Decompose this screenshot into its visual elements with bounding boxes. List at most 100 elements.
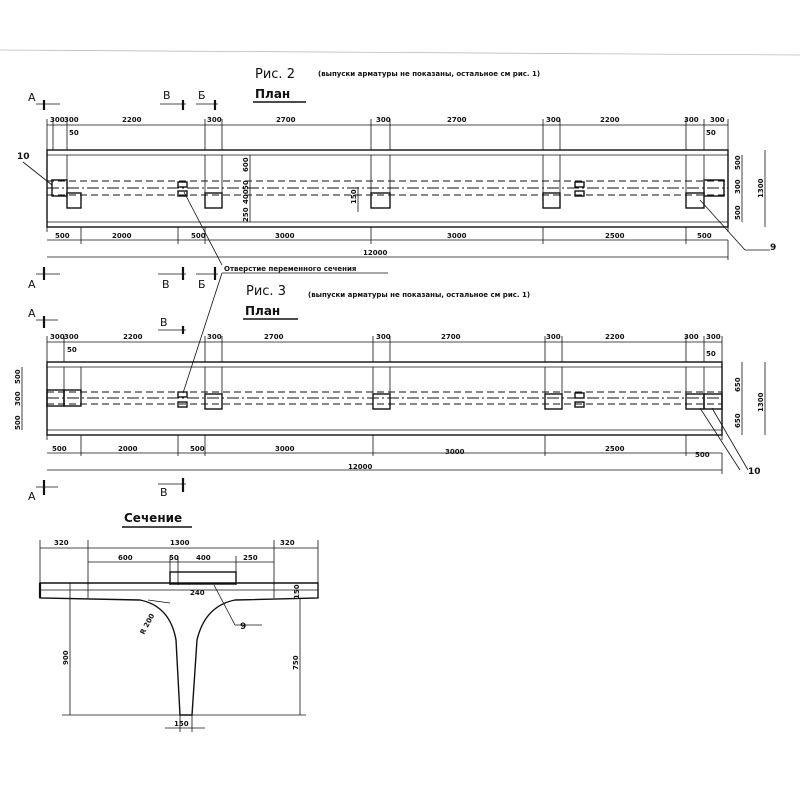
section-mid-dim: 250 — [243, 554, 258, 562]
fig2-note: (выпуски арматуры не показаны, остальное… — [318, 70, 540, 78]
fig2-top-dim: 2200 — [122, 116, 142, 124]
fig3-section-marker-a-bottom: А — [28, 480, 58, 503]
section-mid-dim: 400 — [196, 554, 211, 562]
fig2-top-dim: 300 — [207, 116, 222, 124]
section-mid-dim: 600 — [118, 554, 133, 562]
fig3-bottom-dim: 3000 — [445, 448, 465, 456]
fig2-bottom-dim: 3000 — [275, 232, 295, 240]
figure-2: Рис. 2 (выпуски арматуры не показаны, ос… — [17, 67, 776, 394]
fig3-top-dim: 300 — [50, 333, 65, 341]
fig3-small-dim-right: 50 — [706, 350, 716, 358]
fig2-opening — [51, 179, 725, 209]
fig3-callout-10: 10 — [748, 467, 761, 477]
fig3-bottom-dim: 500 — [190, 445, 205, 453]
section-top-dim: 1300 — [170, 539, 190, 547]
fig3-left-dim: 500 — [14, 369, 22, 384]
fig3-top-dim: 300 — [546, 333, 561, 341]
fig2-section-marker-v-bottom: В — [158, 267, 186, 291]
fig3-left-dim: 300 — [14, 391, 22, 406]
fig3-section-marker-v-top: В — [158, 316, 186, 334]
fig2-right-dim: 500 — [734, 155, 742, 170]
fig3-caption: Рис. 3 — [246, 284, 286, 299]
fig2-top-dim: 2700 — [276, 116, 296, 124]
section-radius: R 200 — [139, 612, 157, 636]
fig3-top-dim: 300 — [684, 333, 699, 341]
fig2-bottom-dim: 500 — [55, 232, 70, 240]
svg-text:А: А — [28, 307, 36, 320]
fig2-top-dim: 300 — [64, 116, 79, 124]
fig2-top-dim: 300 — [50, 116, 65, 124]
fig2-small-dim-left: 50 — [69, 129, 79, 137]
fig2-section-marker-b-top: Б — [196, 89, 218, 110]
fig3-plan-title: План — [245, 304, 280, 318]
fig3-top-dim: 300 — [706, 333, 721, 341]
fig2-inner-vertical-dim: 250 — [242, 207, 250, 222]
svg-text:А: А — [28, 278, 36, 291]
fig3-bottom-dim: 500 — [695, 451, 710, 459]
fig2-right-total: 1300 — [757, 178, 765, 198]
section-callout-9: 9 — [240, 622, 246, 632]
fig2-beam-outline — [46, 149, 729, 228]
fig3-bottom-dim: 3000 — [275, 445, 295, 453]
fig3-right-dim: 650 — [734, 413, 742, 428]
section-web-bottom: 150 — [174, 720, 189, 728]
section-web-top: 240 — [190, 589, 205, 597]
fig2-hole-note: Отверстие переменного сечения — [224, 265, 356, 273]
svg-text:В: В — [160, 486, 168, 499]
section-profile — [39, 582, 319, 716]
fig2-inner-vertical-dim: 50 — [242, 180, 250, 190]
figure-3: Рис. 3 (выпуски арматуры не показаны, ос… — [14, 284, 766, 503]
fig2-bottom-dim: 2000 — [112, 232, 132, 240]
svg-text:Б: Б — [198, 89, 206, 102]
sheet-top-line — [0, 49, 800, 56]
fig2-right-dim: 500 — [734, 205, 742, 220]
fig3-top-dim: 300 — [64, 333, 79, 341]
fig2-section-marker-v-top: В — [160, 89, 186, 110]
fig2-top-dim: 300 — [376, 116, 391, 124]
fig2-bottom-dim: 500 — [697, 232, 712, 240]
fig3-top-dim: 2700 — [264, 333, 284, 341]
fig3-top-dim: 300 — [376, 333, 391, 341]
svg-text:В: В — [162, 278, 170, 291]
fig2-inner-vertical-dim: 600 — [242, 157, 250, 172]
section-mid-dim: 50 — [169, 554, 179, 562]
fig3-total-dim: 12000 — [348, 463, 372, 471]
fig2-section-marker-a-bottom: А — [28, 267, 60, 291]
cross-section: Сечение 320 1300 320 600 50 400 250 — [38, 511, 319, 732]
fig3-note: (выпуски арматуры не показаны, остальное… — [308, 291, 530, 299]
svg-text:А: А — [28, 91, 36, 104]
fig2-caption: Рис. 2 — [255, 67, 295, 82]
fig2-inner-vertical-dim: 400 — [242, 189, 250, 204]
fig3-top-dim: 2200 — [605, 333, 625, 341]
section-flange: 150 — [293, 584, 301, 599]
fig3-right-total: 1300 — [757, 392, 765, 412]
section-height: 900 — [62, 650, 70, 665]
svg-text:А: А — [28, 490, 36, 503]
section-web-height: 750 — [292, 655, 300, 670]
section-title: Сечение — [124, 511, 182, 525]
fig3-bottom-dim: 500 — [52, 445, 67, 453]
fig3-section-marker-a-top: А — [28, 307, 58, 328]
fig2-bottom-dim: 3000 — [447, 232, 467, 240]
fig2-inner-150: 150 — [350, 189, 358, 204]
fig2-right-dim: 300 — [734, 179, 742, 194]
fig2-small-dim-right: 50 — [706, 129, 716, 137]
fig3-section-marker-v-bottom: В — [158, 478, 186, 499]
fig3-top-dim: 2700 — [441, 333, 461, 341]
fig3-bottom-dim: 2500 — [605, 445, 625, 453]
fig3-left-dim: 500 — [14, 415, 22, 430]
fig3-top-dim: 300 — [207, 333, 222, 341]
svg-text:В: В — [163, 89, 171, 102]
fig3-top-dim: 2200 — [123, 333, 143, 341]
fig2-bottom-dim: 500 — [191, 232, 206, 240]
fig2-callout-9: 9 — [770, 243, 776, 253]
fig2-callout-10: 10 — [17, 152, 30, 162]
section-top-dim: 320 — [280, 539, 295, 547]
svg-text:Б: Б — [198, 278, 206, 291]
fig3-beam-outline — [46, 361, 723, 436]
fig2-top-dim: 300 — [684, 116, 699, 124]
fig2-top-dim: 2200 — [600, 116, 620, 124]
fig2-top-dim: 2700 — [447, 116, 467, 124]
fig3-bottom-dim: 2000 — [118, 445, 138, 453]
